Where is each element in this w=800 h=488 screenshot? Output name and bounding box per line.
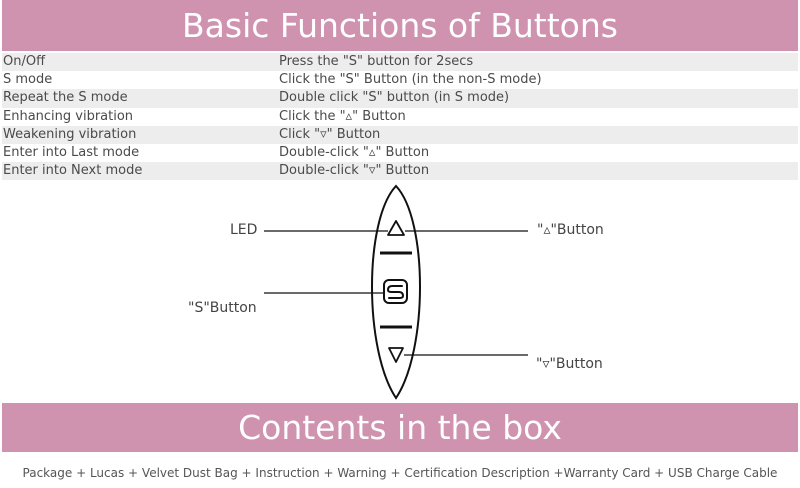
down-triangle-icon xyxy=(388,347,404,363)
up-button-label: "▵"Button xyxy=(537,222,604,238)
led-label: LED xyxy=(230,222,258,238)
table-row: S mode Click the "S" Button (in the non-… xyxy=(2,71,798,90)
table-row: Enter into Next mode Double-click "▿" Bu… xyxy=(2,162,798,181)
function-name: Enhancing vibration xyxy=(3,108,134,124)
function-action: Double-click "▵" Button xyxy=(279,144,430,160)
table-row: On/Off Press the "S" button for 2secs xyxy=(2,53,798,72)
function-action: Click the "▵" Button xyxy=(279,108,406,124)
down-button-label: "▿"Button xyxy=(536,356,603,372)
function-action: Click "▿" Button xyxy=(279,126,381,142)
function-name: Enter into Last mode xyxy=(3,144,140,160)
contents-list: Package + Lucas + Velvet Dust Bag + Inst… xyxy=(22,466,778,480)
table-row: Enter into Last mode Double-click "▵" Bu… xyxy=(2,143,798,163)
functions-table: On/Off Press the "S" button for 2secs S … xyxy=(2,53,798,181)
function-name: S mode xyxy=(3,72,53,88)
contents-title: Contents in the box xyxy=(238,408,562,447)
table-row: Repeat the S mode Double click "S" butto… xyxy=(2,89,798,108)
table-row: Weakening vibration Click "▿" Button xyxy=(2,125,798,144)
function-name: Enter into Next mode xyxy=(3,163,143,179)
s-glyph-icon xyxy=(386,285,405,299)
function-action: Double-click "▿" Button xyxy=(279,163,430,179)
function-action: Press the "S" button for 2secs xyxy=(279,54,474,69)
function-name: Repeat the S mode xyxy=(3,90,128,106)
contents-banner: Contents in the box xyxy=(2,403,798,452)
function-action: Double click "S" button (in S mode) xyxy=(279,90,510,106)
device-diagram: LED "▵"Button "S"Button "▿"Button xyxy=(0,180,800,402)
up-triangle-icon xyxy=(387,220,405,236)
function-name: On/Off xyxy=(3,54,46,69)
function-name: Weakening vibration xyxy=(3,126,137,142)
functions-title: Basic Functions of Buttons xyxy=(182,6,618,45)
function-action: Click the "S" Button (in the non-S mode) xyxy=(279,72,542,88)
functions-banner: Basic Functions of Buttons xyxy=(2,0,798,51)
s-button-label: "S"Button xyxy=(188,300,257,316)
device-illustration xyxy=(264,184,528,400)
table-row: Enhancing vibration Click the "▵" Button xyxy=(2,107,798,126)
